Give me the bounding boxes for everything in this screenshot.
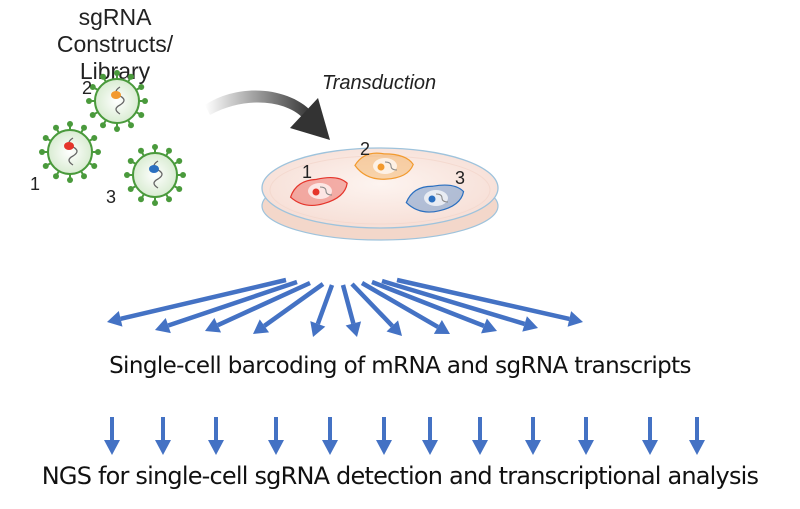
virus-label: 2 xyxy=(82,78,92,98)
sgrna-1 xyxy=(64,142,74,150)
down-arrow-11 xyxy=(642,417,658,455)
sgrna-3 xyxy=(149,165,159,173)
down-arrow-6 xyxy=(376,417,392,455)
cell-label: 3 xyxy=(455,168,465,188)
transduction-label: Transduction xyxy=(322,72,437,94)
cell-group: 1 2 3 xyxy=(289,139,465,213)
barcoding-step-text: Single-cell barcoding of mRNA and sgRNA … xyxy=(109,353,691,379)
down-arrow-2 xyxy=(155,417,171,455)
down-arrow-4 xyxy=(268,417,284,455)
virus-label: 3 xyxy=(106,187,116,207)
cell-1: 1 xyxy=(289,162,348,206)
down-arrow-7 xyxy=(422,417,438,455)
fan-arrow-9 xyxy=(371,279,497,334)
sgrna-2 xyxy=(111,91,121,99)
cell-3: 3 xyxy=(405,168,465,213)
fan-arrows xyxy=(107,277,583,337)
down-arrow-5 xyxy=(322,417,338,455)
fan-arrow-8 xyxy=(360,281,450,334)
fan-arrow-5 xyxy=(310,284,335,337)
down-arrow-9 xyxy=(525,417,541,455)
down-arrow-8 xyxy=(472,417,488,455)
virus-2: 2 xyxy=(82,70,148,132)
down-arrows xyxy=(104,417,705,455)
petri-dish xyxy=(261,147,499,241)
down-arrow-10 xyxy=(578,417,594,455)
cell-2: 2 xyxy=(354,139,414,180)
fan-arrow-7 xyxy=(350,282,402,336)
cell-label: 2 xyxy=(360,139,370,159)
down-arrow-1 xyxy=(104,417,120,455)
fan-arrow-4 xyxy=(253,282,325,334)
down-arrow-12 xyxy=(689,417,705,455)
virus-label: 1 xyxy=(30,174,40,194)
library-title: sgRNA Constructs/ Library xyxy=(56,4,174,84)
fan-arrow-10 xyxy=(381,278,538,332)
fan-arrow-6 xyxy=(340,284,362,337)
down-arrow-3 xyxy=(208,417,224,455)
virus-3: 3 xyxy=(106,144,186,207)
fan-arrow-11 xyxy=(396,277,583,327)
fan-arrow-2 xyxy=(155,279,298,334)
cell-label: 1 xyxy=(302,162,312,182)
virus-group: 1 2 3 xyxy=(30,70,186,207)
virus-1: 1 xyxy=(30,121,101,194)
ngs-step-text: NGS for single-cell sgRNA detection and … xyxy=(41,462,759,490)
fan-arrow-1 xyxy=(107,277,287,327)
transduction-arrow-icon xyxy=(205,90,330,140)
fan-arrow-3 xyxy=(205,280,311,333)
